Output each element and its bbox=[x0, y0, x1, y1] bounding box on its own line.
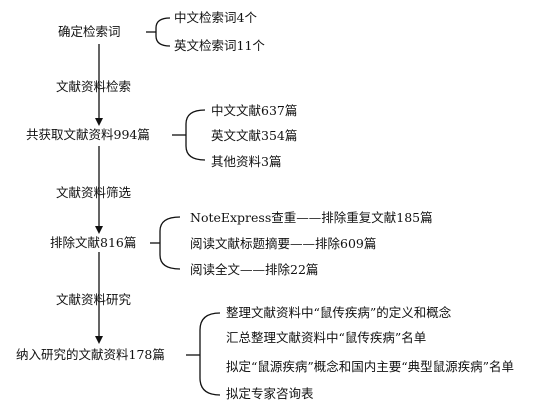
brace-1 bbox=[146, 17, 171, 47]
step-label-1: 确定检索词 bbox=[58, 24, 121, 39]
transition-label-1: 文献资料检索 bbox=[56, 79, 132, 94]
branch-item: 英文检索词11个 bbox=[174, 38, 265, 53]
branch-item: 整理文献资料中“鼠传疾病”的定义和概念 bbox=[226, 305, 452, 320]
branch-item: 拟定“鼠源疾病”概念和国内主要“典型鼠源疾病”名单 bbox=[226, 359, 515, 374]
branch-item: 中文检索词4个 bbox=[174, 10, 257, 25]
step-label-2: 共获取文献资料994篇 bbox=[26, 127, 150, 142]
branch-item: 拟定专家咨询表 bbox=[226, 386, 314, 401]
branch-item: 其他资料3篇 bbox=[211, 154, 282, 169]
brace-3 bbox=[150, 216, 181, 270]
brace-4 bbox=[186, 312, 221, 396]
step-label-4: 纳入研究的文献资料178篇 bbox=[16, 347, 165, 362]
flow-arrowhead-2 bbox=[95, 226, 103, 234]
brace-2 bbox=[172, 109, 206, 161]
branch-item: 阅读全文——排除22篇 bbox=[190, 262, 319, 277]
branch-item: 中文文献637篇 bbox=[211, 103, 298, 118]
transition-label-3: 文献资料研究 bbox=[56, 292, 132, 307]
flow-arrowhead-1 bbox=[95, 118, 103, 126]
flow-arrowhead-3 bbox=[95, 336, 103, 344]
branch-item: 英文文献354篇 bbox=[211, 128, 298, 143]
transition-label-2: 文献资料筛选 bbox=[56, 185, 132, 200]
branch-item: 汇总整理文献资料中“鼠传疾病”名单 bbox=[226, 330, 427, 345]
branch-item: 阅读文献标题摘要——排除609篇 bbox=[190, 236, 377, 251]
step-label-3: 排除文献816篇 bbox=[50, 235, 137, 250]
branch-item: NoteExpress查重——排除重复文献185篇 bbox=[190, 210, 433, 225]
